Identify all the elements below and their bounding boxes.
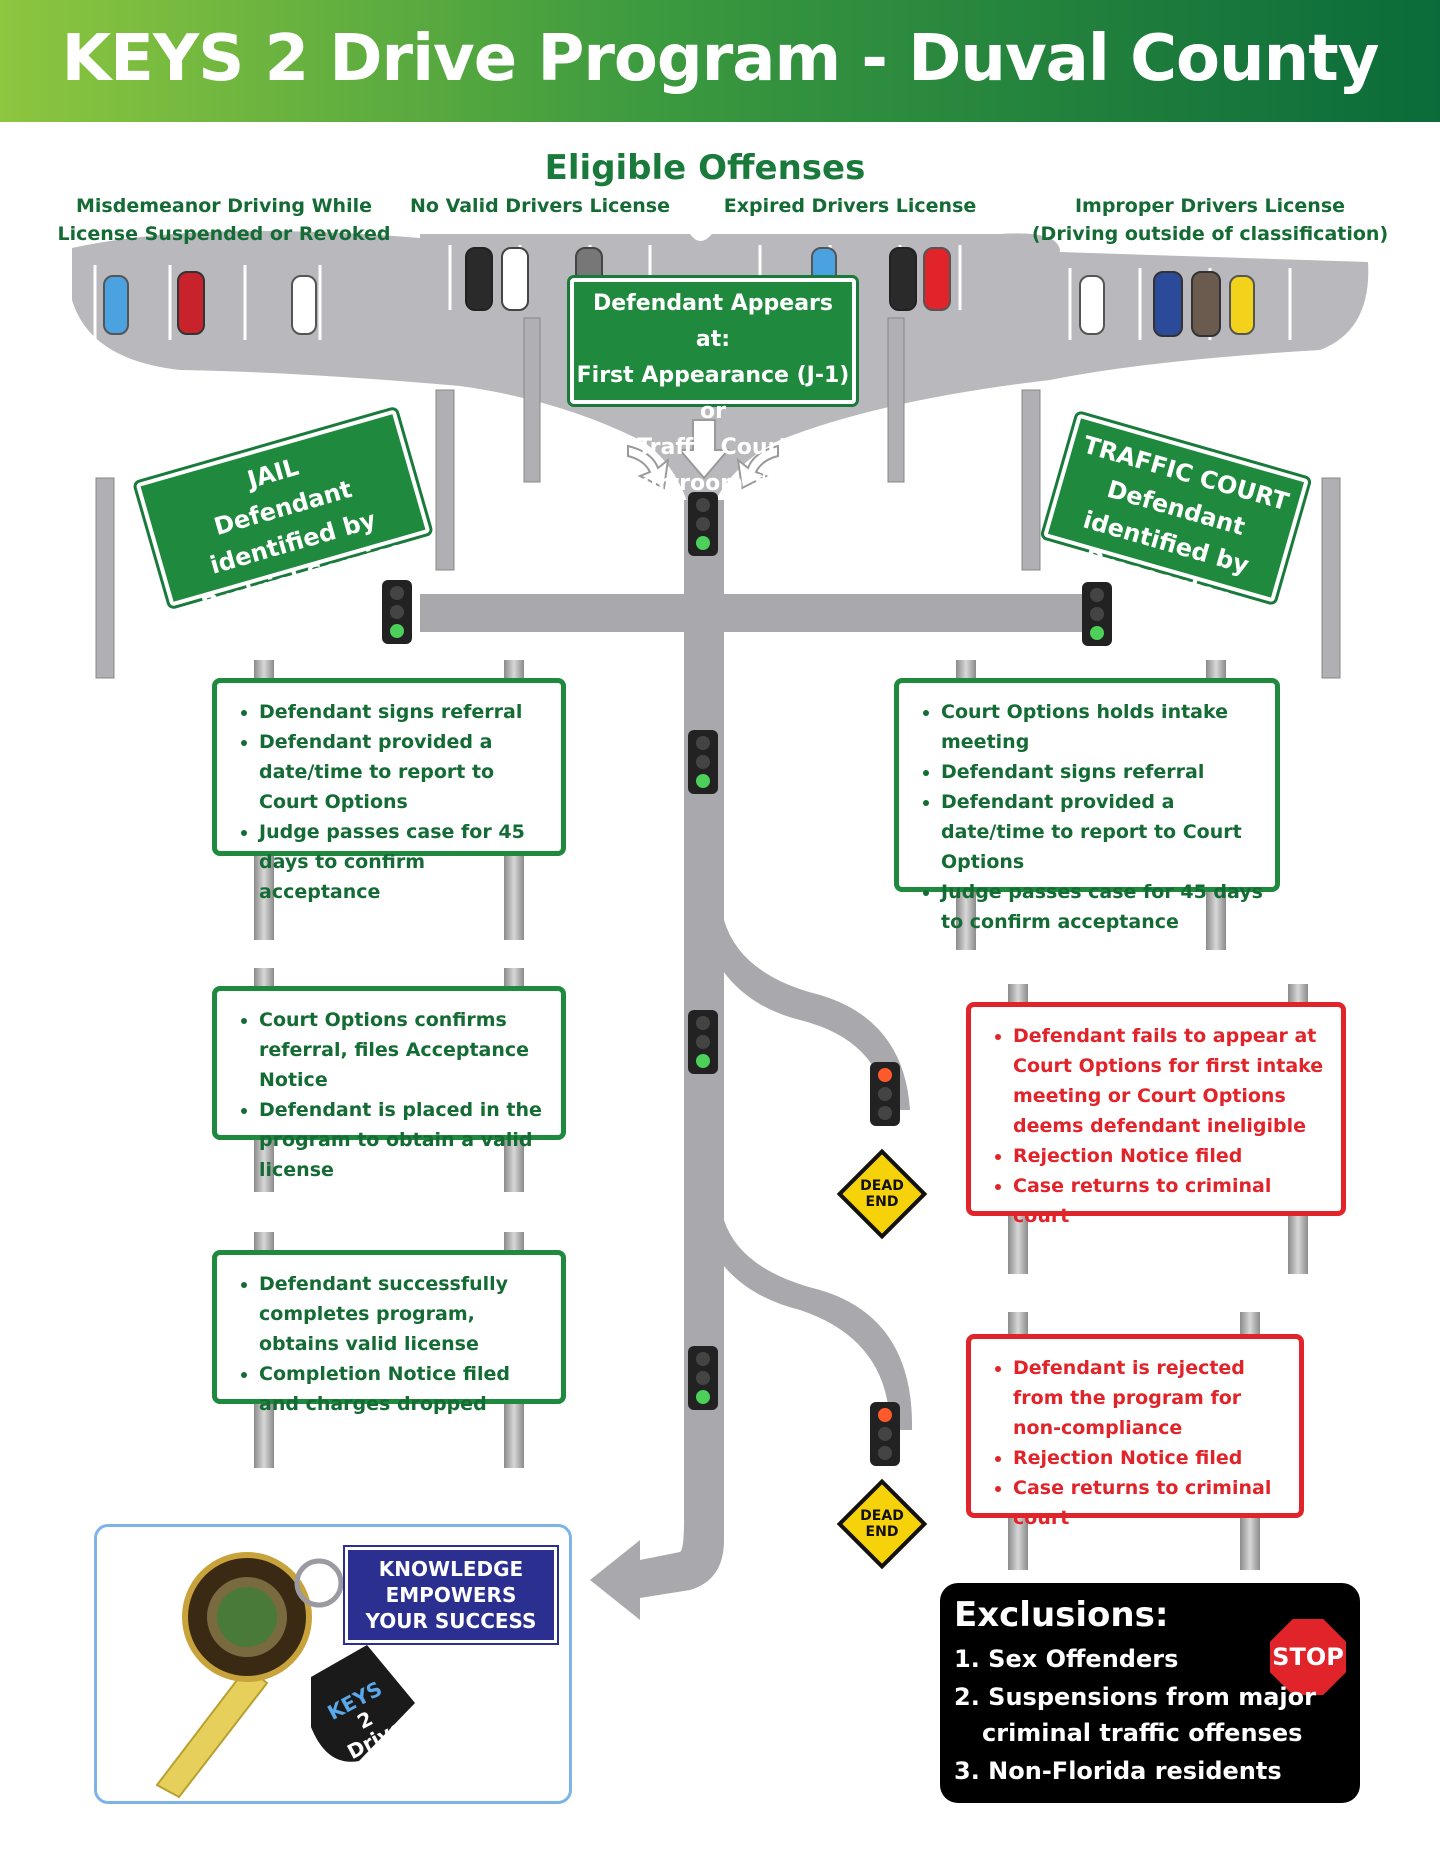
offense-label-no-valid: No Valid Drivers License xyxy=(410,192,670,220)
step-item: Defendant fails to appear at Court Optio… xyxy=(1013,1021,1329,1141)
step-item: Defendant signs referral xyxy=(259,697,549,727)
step-item: Defendant is rejected from the program f… xyxy=(1013,1353,1287,1443)
dead-end-branch-1 xyxy=(700,920,910,1110)
exclusions-title: Exclusions: xyxy=(954,1595,1169,1635)
dead-end-branch-2 xyxy=(700,1220,913,1430)
cross-road xyxy=(420,594,1100,632)
dead-end-label-1: DEAD END xyxy=(847,1178,917,1210)
dead-end-text: END xyxy=(865,1194,899,1210)
header-banner: KEYS 2 Drive Program - Duval County xyxy=(0,0,1440,122)
page-title: KEYS 2 Drive Program - Duval County xyxy=(61,22,1380,96)
offense-label-line: Expired Drivers License xyxy=(723,195,977,217)
step-item: Court Options confirms referral, files A… xyxy=(259,1005,549,1095)
step-box-acceptance: Court Options confirms referral, files A… xyxy=(212,986,566,1181)
exclusion-item: 2. Suspensions from major xyxy=(954,1683,1316,1711)
entry-arrows xyxy=(627,419,779,490)
offense-label-line: No Valid Drivers License xyxy=(410,195,671,217)
gantry-poles xyxy=(95,317,1341,679)
step-item: Judge passes case for 45 days to confirm… xyxy=(941,877,1263,937)
offense-label-line: Misdemeanor Driving While xyxy=(76,195,372,217)
step-box-court-intake: Court Options holds intake meeting Defen… xyxy=(894,678,1280,933)
key-icon xyxy=(155,1552,415,1799)
step-box-rejected: Defendant is rejected from the program f… xyxy=(966,1334,1304,1529)
exclusion-item: criminal traffic offenses xyxy=(982,1719,1303,1747)
exclusions-panel: Exclusions: STOP 1. Sex Offenders 2. Sus… xyxy=(940,1583,1360,1803)
step-box-completion: Defendant successfully completes program… xyxy=(212,1250,566,1415)
sign-line: Defendant Appears at: xyxy=(592,291,833,352)
parked-cars xyxy=(103,247,1255,337)
exclusion-item: 1. Sex Offenders xyxy=(954,1645,1179,1673)
sign-first-appearance: Defendant Appears at: First Appearance (… xyxy=(570,278,856,496)
step-item: Defendant signs referral xyxy=(941,757,1263,787)
step-item: Judge passes case for 45 days to confirm… xyxy=(259,817,549,907)
step-item: Defendant provided a date/time to report… xyxy=(259,727,549,817)
dead-end-label-2: DEAD END xyxy=(847,1508,917,1540)
step-item: Case returns to criminal court xyxy=(1013,1171,1329,1231)
offense-label-line: License Suspended or Revoked xyxy=(57,223,391,245)
offense-label-line: (Driving outside of classification) xyxy=(1031,223,1389,245)
step-box-jail-referral: Defendant signs referral Defendant provi… xyxy=(212,678,566,903)
step-item: Rejection Notice filed xyxy=(1013,1141,1329,1171)
offense-label-suspended: Misdemeanor Driving While License Suspen… xyxy=(54,192,394,248)
stop-sign-icon: STOP xyxy=(1270,1619,1346,1695)
dead-end-text: DEAD xyxy=(860,1178,904,1194)
tag-line: KNOWLEDGE xyxy=(378,1557,524,1581)
step-item: Defendant is placed in the program to ob… xyxy=(259,1095,549,1185)
knowledge-tag: KNOWLEDGE EMPOWERS YOUR SUCCESS xyxy=(345,1547,557,1643)
step-item: Rejection Notice filed xyxy=(1013,1443,1287,1473)
tag-line: EMPOWERS xyxy=(385,1583,517,1607)
exclusion-item: 3. Non-Florida residents xyxy=(954,1757,1282,1785)
dead-end-text: END xyxy=(865,1524,899,1540)
step-item: Defendant successfully completes program… xyxy=(259,1269,549,1359)
sign-line: First Appearance (J-1) or xyxy=(576,363,850,424)
keys-graphic-panel: KNOWLEDGE EMPOWERS YOUR SUCCESS KEYS 2 D… xyxy=(94,1524,572,1804)
traffic-lights xyxy=(382,492,1112,1466)
step-item: Court Options holds intake meeting xyxy=(941,697,1263,757)
sign-line: Traffic Court Courtroom #301 xyxy=(610,435,816,496)
dead-end-text: DEAD xyxy=(860,1508,904,1524)
step-item: Defendant provided a date/time to report… xyxy=(941,787,1263,877)
step-box-fails-to-appear: Defendant fails to appear at Court Optio… xyxy=(966,1002,1346,1227)
offense-label-improper: Improper Drivers License (Driving outsid… xyxy=(1030,192,1390,248)
step-item: Completion Notice filed and charges drop… xyxy=(259,1359,549,1419)
tag-line: YOUR SUCCESS xyxy=(365,1609,537,1633)
step-item: Case returns to criminal court xyxy=(1013,1473,1287,1533)
eligible-offenses-heading: Eligible Offenses xyxy=(544,148,866,188)
offense-label-expired: Expired Drivers License xyxy=(720,192,980,220)
offense-label-line: Improper Drivers License xyxy=(1074,195,1346,217)
